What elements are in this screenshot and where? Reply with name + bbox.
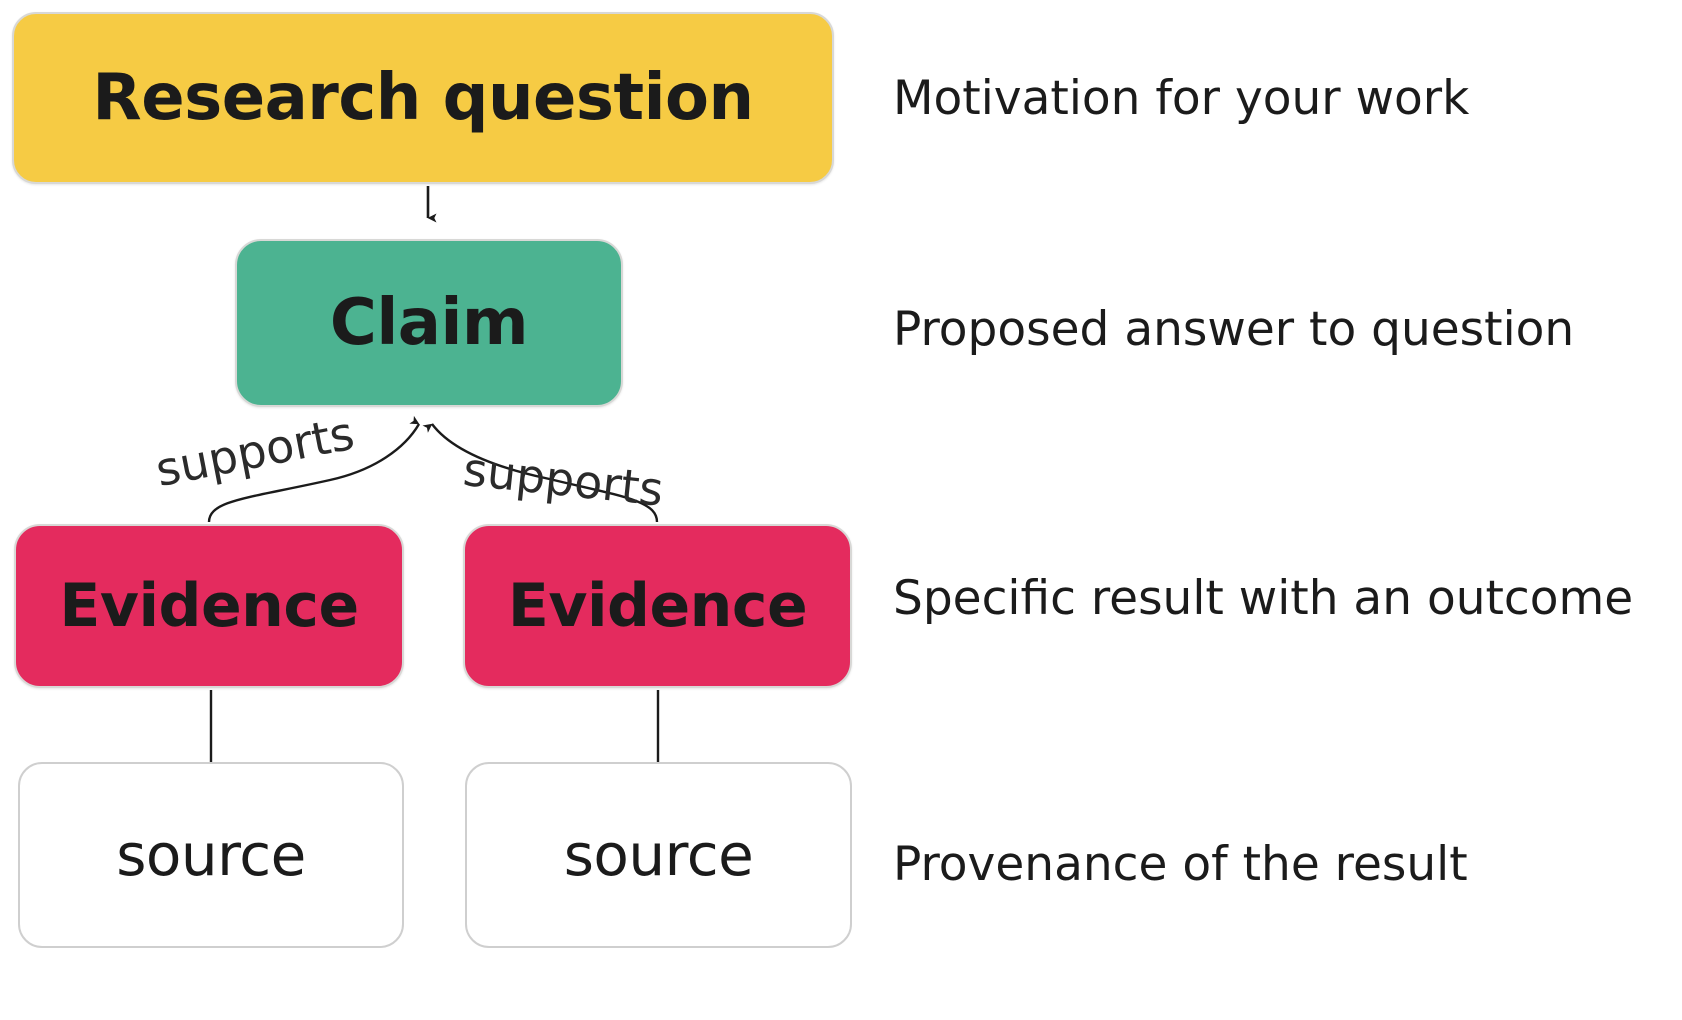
node-source-right-label: source xyxy=(563,821,754,889)
node-claim[interactable]: Claim xyxy=(235,239,623,407)
node-source-right[interactable]: source xyxy=(465,762,852,948)
legend-source: Provenance of the result xyxy=(893,837,1468,892)
node-source-left[interactable]: source xyxy=(18,762,404,948)
edge-label-supports-left: supports xyxy=(151,405,359,498)
node-research-question[interactable]: Research question xyxy=(12,12,834,184)
node-evidence-left-label: Evidence xyxy=(59,571,359,641)
legend-evidence: Specific result with an outcome xyxy=(893,571,1634,626)
edge-label-supports-right: supports xyxy=(460,442,666,517)
node-evidence-right-label: Evidence xyxy=(507,571,808,641)
node-source-left-label: source xyxy=(116,821,306,889)
legend-research-question: Motivation for your work xyxy=(893,71,1470,126)
node-evidence-left[interactable]: Evidence xyxy=(14,524,404,688)
node-research-question-label: Research question xyxy=(92,61,754,135)
node-claim-label: Claim xyxy=(329,286,529,360)
node-evidence-right[interactable]: Evidence xyxy=(463,524,852,688)
legend-claim: Proposed answer to question xyxy=(893,302,1575,357)
